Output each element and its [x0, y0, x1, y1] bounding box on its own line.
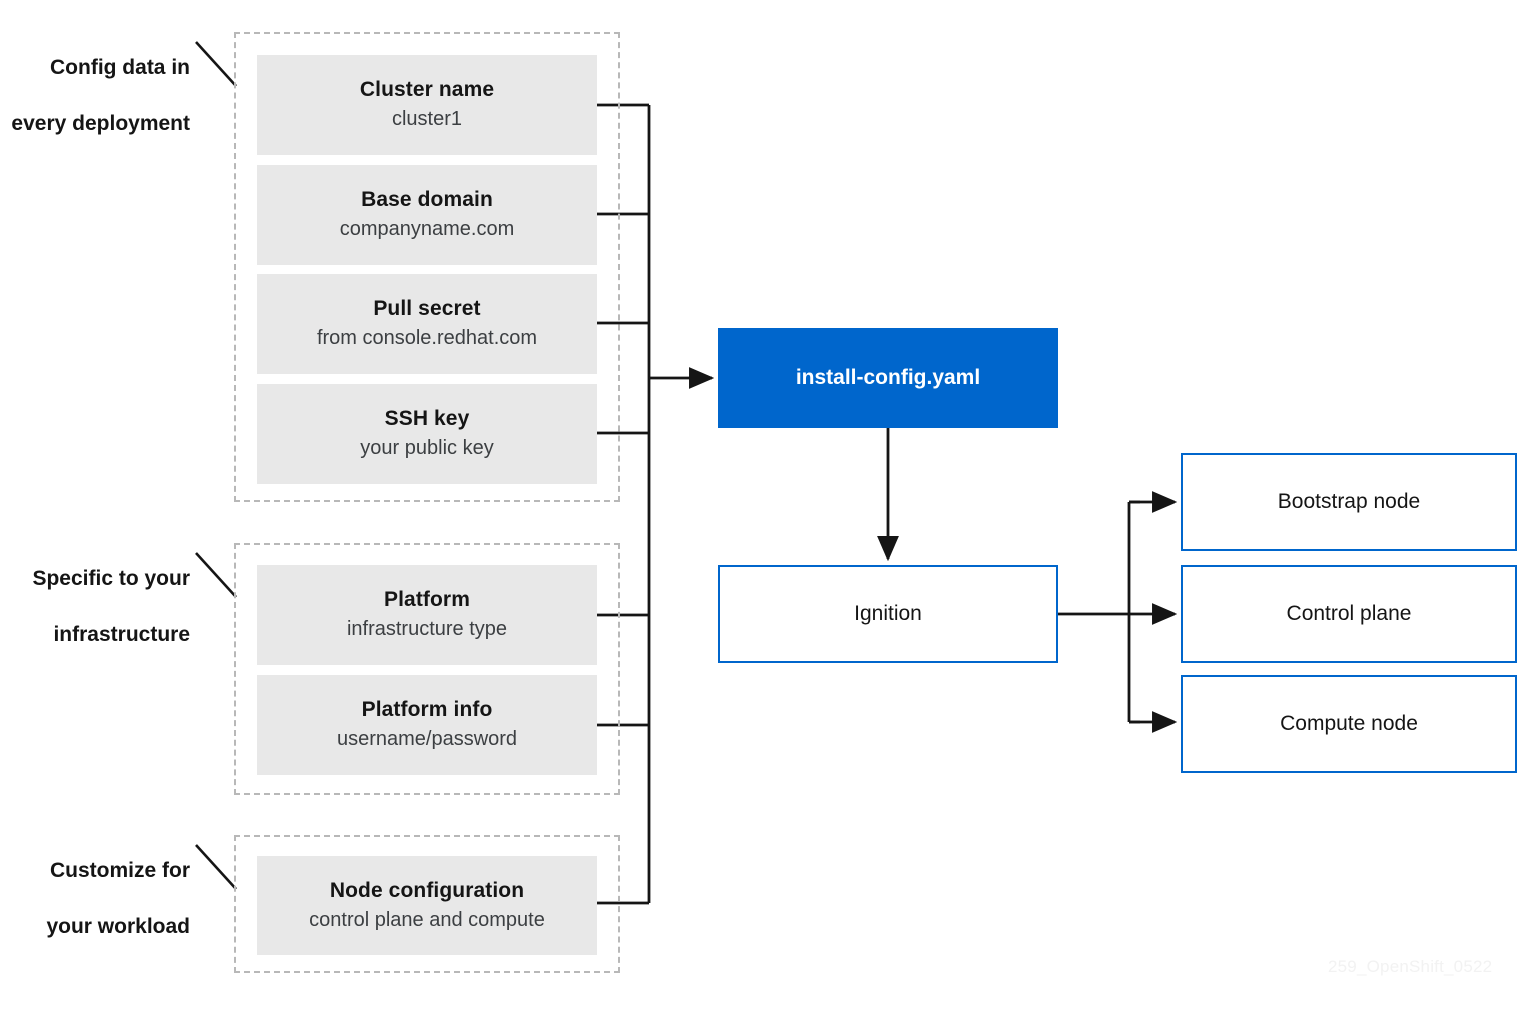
- side-label-config-data-line2: every deployment: [11, 111, 190, 135]
- side-label-infrastructure: Specific to your infrastructure: [0, 537, 190, 677]
- config-card-platform[interactable]: Platform infrastructure type: [257, 565, 597, 665]
- group-frame-config-data: [234, 32, 620, 502]
- config-card-base-domain-sub: companyname.com: [339, 218, 515, 241]
- config-card-base-domain-title: Base domain: [361, 188, 493, 212]
- config-card-platform-sub: infrastructure type: [346, 618, 508, 641]
- group-frame-infrastructure: [234, 543, 620, 795]
- node-control-plane[interactable]: Control plane: [1181, 565, 1517, 663]
- config-card-platform-info-sub: username/password: [336, 728, 518, 751]
- side-label-workload: Customize for your workload: [0, 829, 190, 969]
- node-compute-node[interactable]: Compute node: [1181, 675, 1517, 773]
- node-install-config-yaml[interactable]: install-config.yaml: [718, 328, 1058, 428]
- node-ignition-label: Ignition: [854, 602, 922, 625]
- leader-line-config-data: [195, 41, 237, 87]
- config-card-pull-secret-sub: from console.redhat.com: [316, 327, 538, 350]
- side-label-config-data: Config data in every deployment: [0, 26, 190, 166]
- side-label-workload-line2: your workload: [46, 914, 190, 938]
- config-card-base-domain[interactable]: Base domain companyname.com: [257, 165, 597, 265]
- node-control-plane-label: Control plane: [1286, 602, 1412, 625]
- side-label-infrastructure-line1: Specific to your: [32, 566, 190, 590]
- config-card-node-configuration[interactable]: Node configuration control plane and com…: [257, 856, 597, 955]
- config-card-platform-info[interactable]: Platform info username/password: [257, 675, 597, 775]
- leader-line-infrastructure: [195, 552, 237, 598]
- config-card-platform-title: Platform: [384, 588, 470, 612]
- config-card-pull-secret[interactable]: Pull secret from console.redhat.com: [257, 274, 597, 374]
- config-card-cluster-name-sub: cluster1: [391, 108, 463, 131]
- node-compute-node-label: Compute node: [1280, 712, 1418, 735]
- config-card-cluster-name-title: Cluster name: [359, 78, 495, 102]
- config-card-pull-secret-title: Pull secret: [373, 297, 481, 321]
- node-bootstrap-node-label: Bootstrap node: [1277, 490, 1421, 513]
- config-card-platform-info-title: Platform info: [361, 698, 493, 722]
- node-install-config-yaml-label: install-config.yaml: [795, 366, 981, 389]
- side-label-workload-line1: Customize for: [49, 858, 190, 882]
- config-card-node-configuration-title: Node configuration: [329, 878, 525, 902]
- group-frame-workload: [234, 835, 620, 973]
- node-ignition[interactable]: Ignition: [718, 565, 1058, 663]
- leader-line-workload: [195, 844, 237, 890]
- config-card-ssh-key-sub: your public key: [360, 437, 494, 460]
- watermark-label: 259_OpenShift_0522: [1328, 957, 1493, 976]
- config-card-node-configuration-sub: control plane and compute: [309, 908, 545, 931]
- config-card-cluster-name[interactable]: Cluster name cluster1: [257, 55, 597, 155]
- side-label-config-data-line1: Config data in: [50, 55, 190, 79]
- config-card-ssh-key[interactable]: SSH key your public key: [257, 384, 597, 484]
- node-bootstrap-node[interactable]: Bootstrap node: [1181, 453, 1517, 551]
- config-card-ssh-key-title: SSH key: [384, 407, 470, 431]
- side-label-infrastructure-line2: infrastructure: [53, 622, 190, 646]
